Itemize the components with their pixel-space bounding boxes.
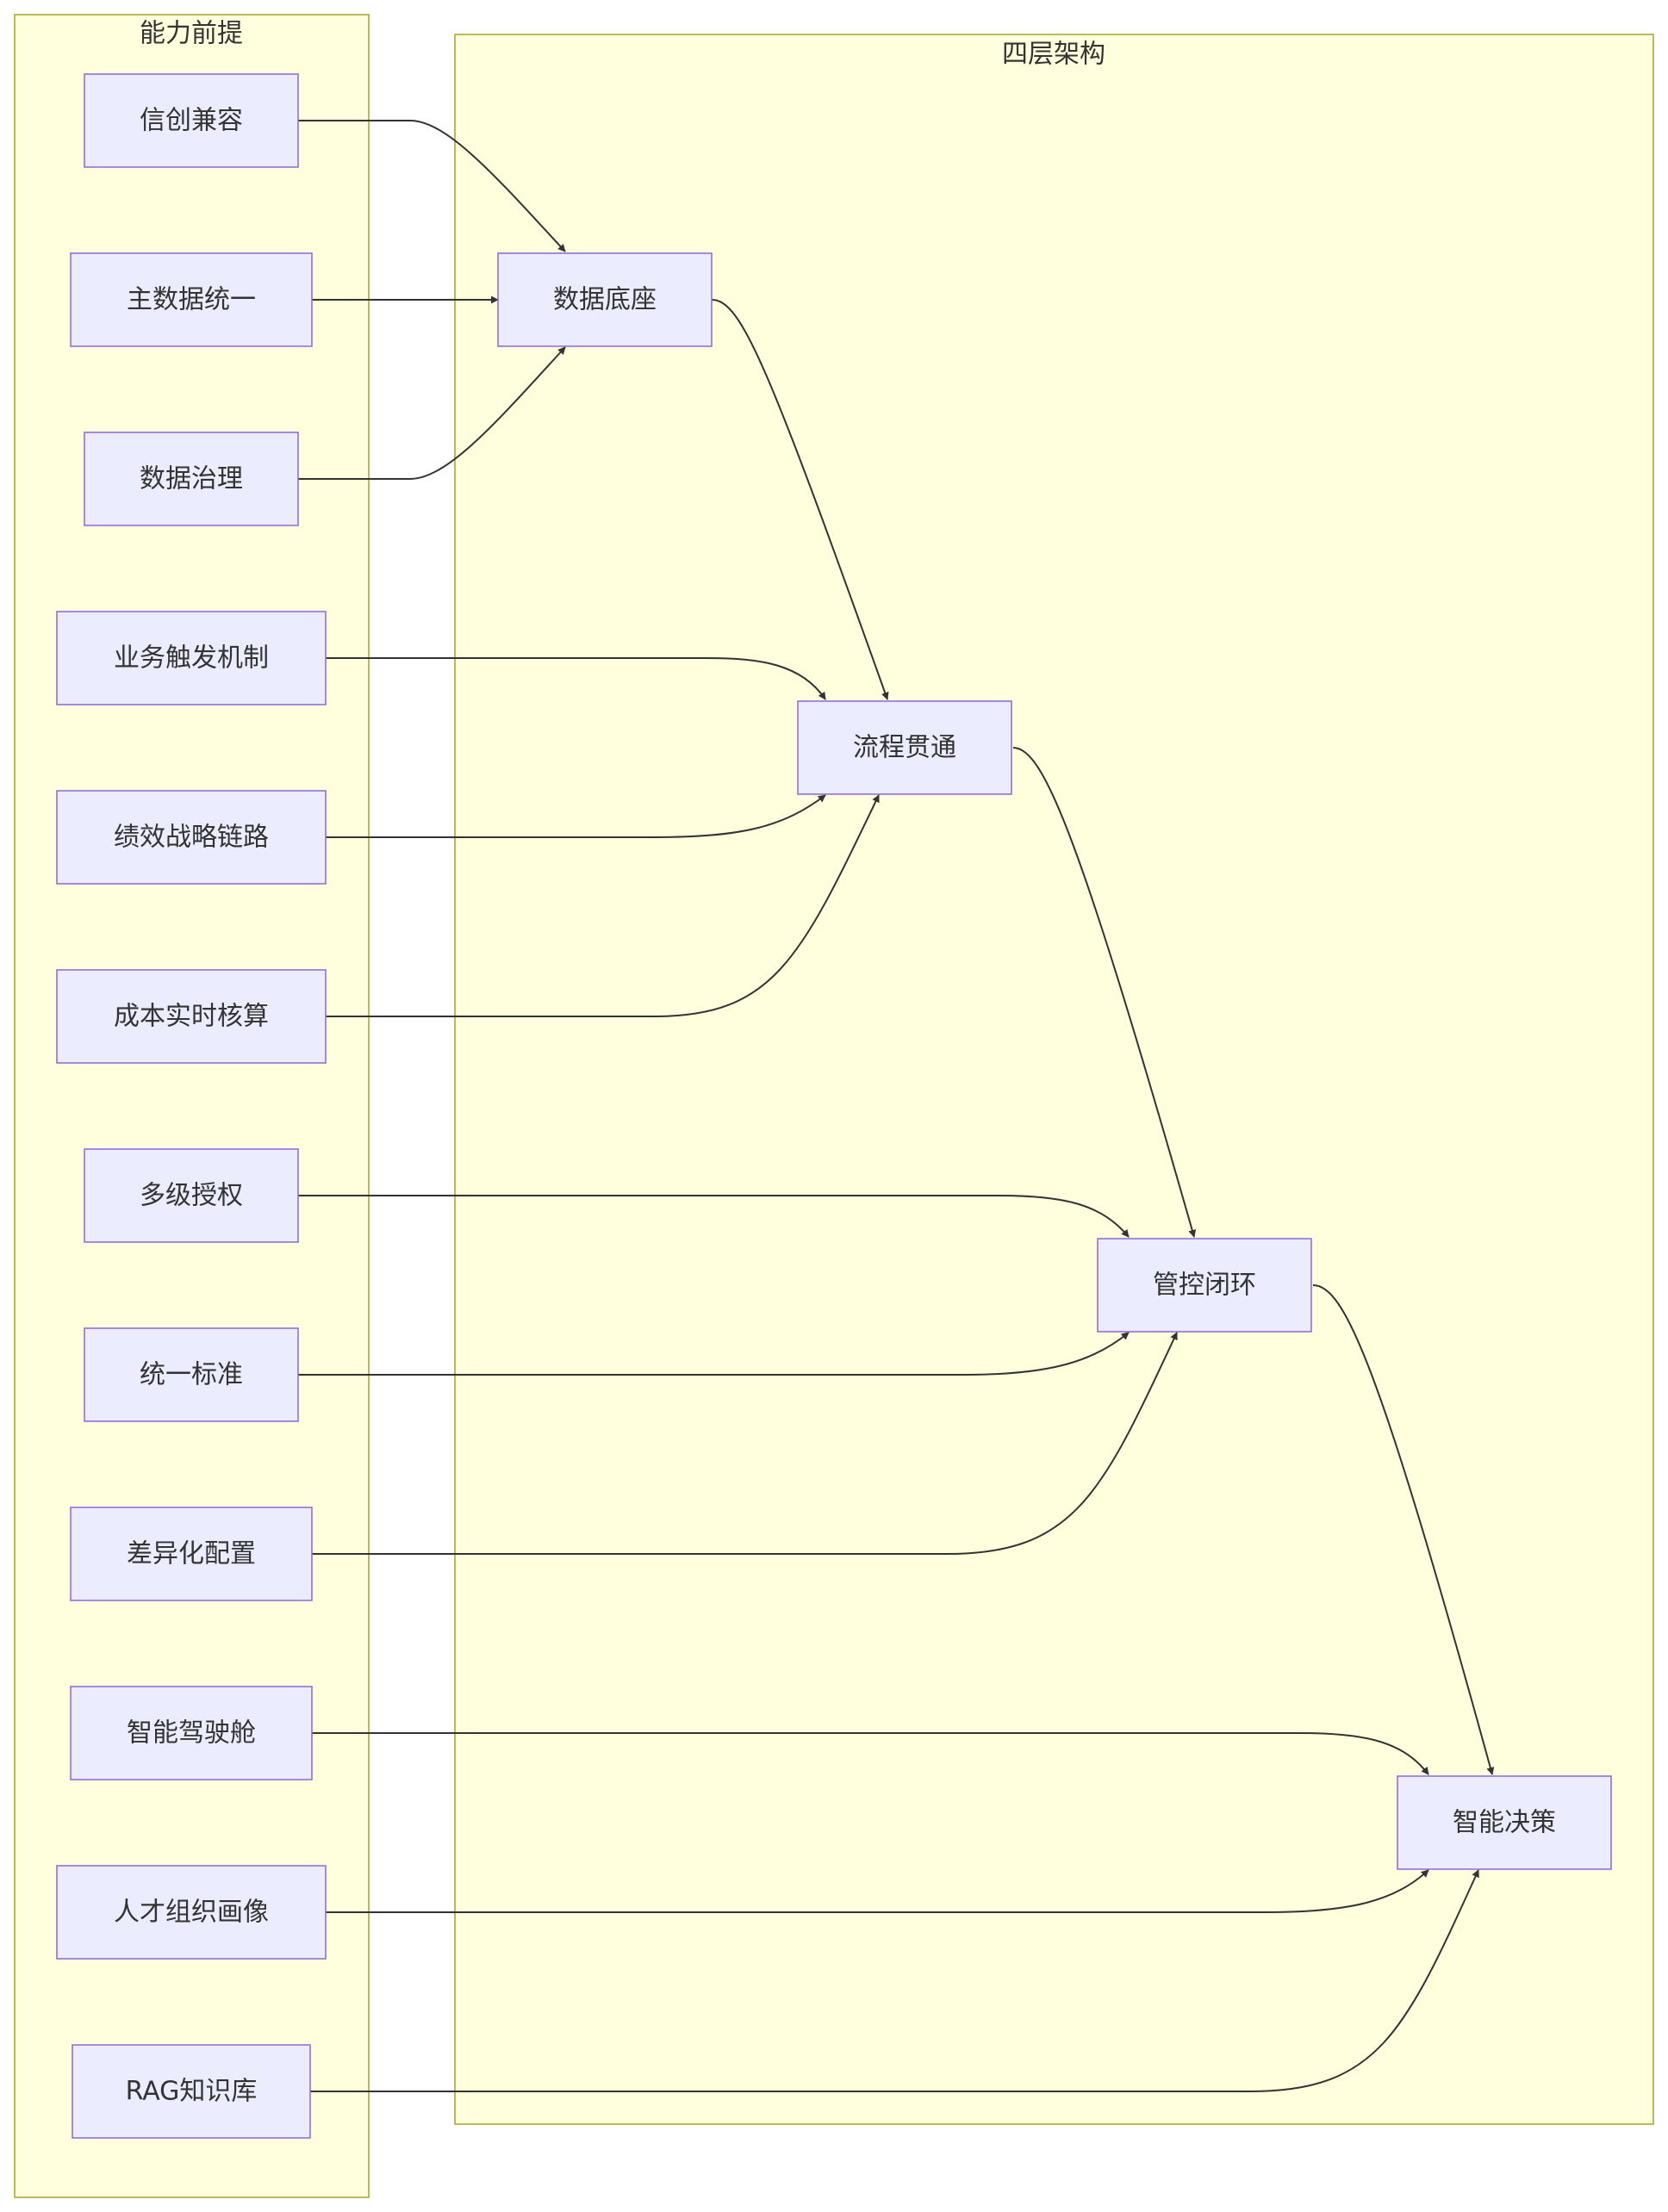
- node-label: 数据治理: [140, 464, 243, 494]
- node-label: 统一标准: [140, 1360, 243, 1390]
- node-rag-kb: RAG知识库: [72, 2044, 311, 2139]
- node-label: 多级授权: [140, 1181, 243, 1211]
- node-label: 智能决策: [1453, 1808, 1556, 1838]
- node-data-base: 数据底座: [497, 252, 713, 347]
- edge-unified-std-to-control: [298, 1332, 1130, 1376]
- cluster-prerequisites: 能力前提: [14, 14, 370, 2198]
- edge-biz-trigger-to-process: [326, 657, 826, 700]
- edge-xinchuang-to-data-base: [298, 120, 566, 252]
- cluster-title-prerequisites: 能力前提: [140, 19, 243, 49]
- edge-process-to-control: [1012, 747, 1197, 1238]
- node-label: 业务触发机制: [114, 643, 269, 674]
- edge-multi-auth-to-control: [298, 1195, 1130, 1238]
- edge-diff-config-to-control: [312, 1332, 1178, 1555]
- node-multi-auth: 多级授权: [84, 1148, 299, 1243]
- node-label: 成本实时核算: [114, 1002, 269, 1032]
- node-label: 信创兼容: [140, 106, 243, 136]
- node-data-governance: 数据治理: [84, 432, 299, 526]
- edge-data-base-to-process: [711, 299, 889, 700]
- edge-perf-strategy-to-process: [326, 794, 826, 838]
- node-label: 数据底座: [553, 285, 657, 315]
- node-xinchuang: 信创兼容: [84, 73, 299, 168]
- node-cost-accounting: 成本实时核算: [56, 969, 327, 1064]
- node-label: 差异化配置: [127, 1539, 256, 1569]
- edge-talent-profile-to-decision: [326, 1869, 1429, 1913]
- node-process: 流程贯通: [797, 700, 1012, 795]
- node-talent-profile: 人才组织画像: [56, 1865, 327, 1960]
- node-master-data: 主数据统一: [70, 252, 313, 347]
- node-label: 流程贯通: [853, 733, 956, 763]
- edge-data-governance-to-data-base: [298, 346, 566, 480]
- edge-rag-kb-to-decision: [310, 1869, 1479, 2092]
- node-unified-std: 统一标准: [84, 1327, 299, 1422]
- node-label: 管控闭环: [1153, 1271, 1256, 1301]
- node-label: 绩效战略链路: [114, 823, 269, 853]
- edges: [298, 120, 1495, 2092]
- cluster-title-architecture: 四层架构: [1002, 40, 1105, 70]
- node-label: 智能驾驶舱: [127, 1718, 256, 1749]
- node-control: 管控闭环: [1097, 1238, 1312, 1333]
- edge-cockpit-to-decision: [312, 1732, 1429, 1775]
- node-perf-strategy: 绩效战略链路: [56, 790, 327, 885]
- node-cockpit: 智能驾驶舱: [70, 1686, 313, 1780]
- node-diff-config: 差异化配置: [70, 1507, 313, 1601]
- node-label: 人才组织画像: [114, 1898, 269, 1928]
- node-decision: 智能决策: [1397, 1775, 1612, 1870]
- edge-control-to-decision: [1312, 1284, 1495, 1775]
- edge-cost-accounting-to-process: [326, 794, 880, 1017]
- node-label: 主数据统一: [127, 285, 256, 315]
- node-biz-trigger: 业务触发机制: [56, 611, 327, 705]
- node-label: RAG知识库: [126, 2077, 258, 2107]
